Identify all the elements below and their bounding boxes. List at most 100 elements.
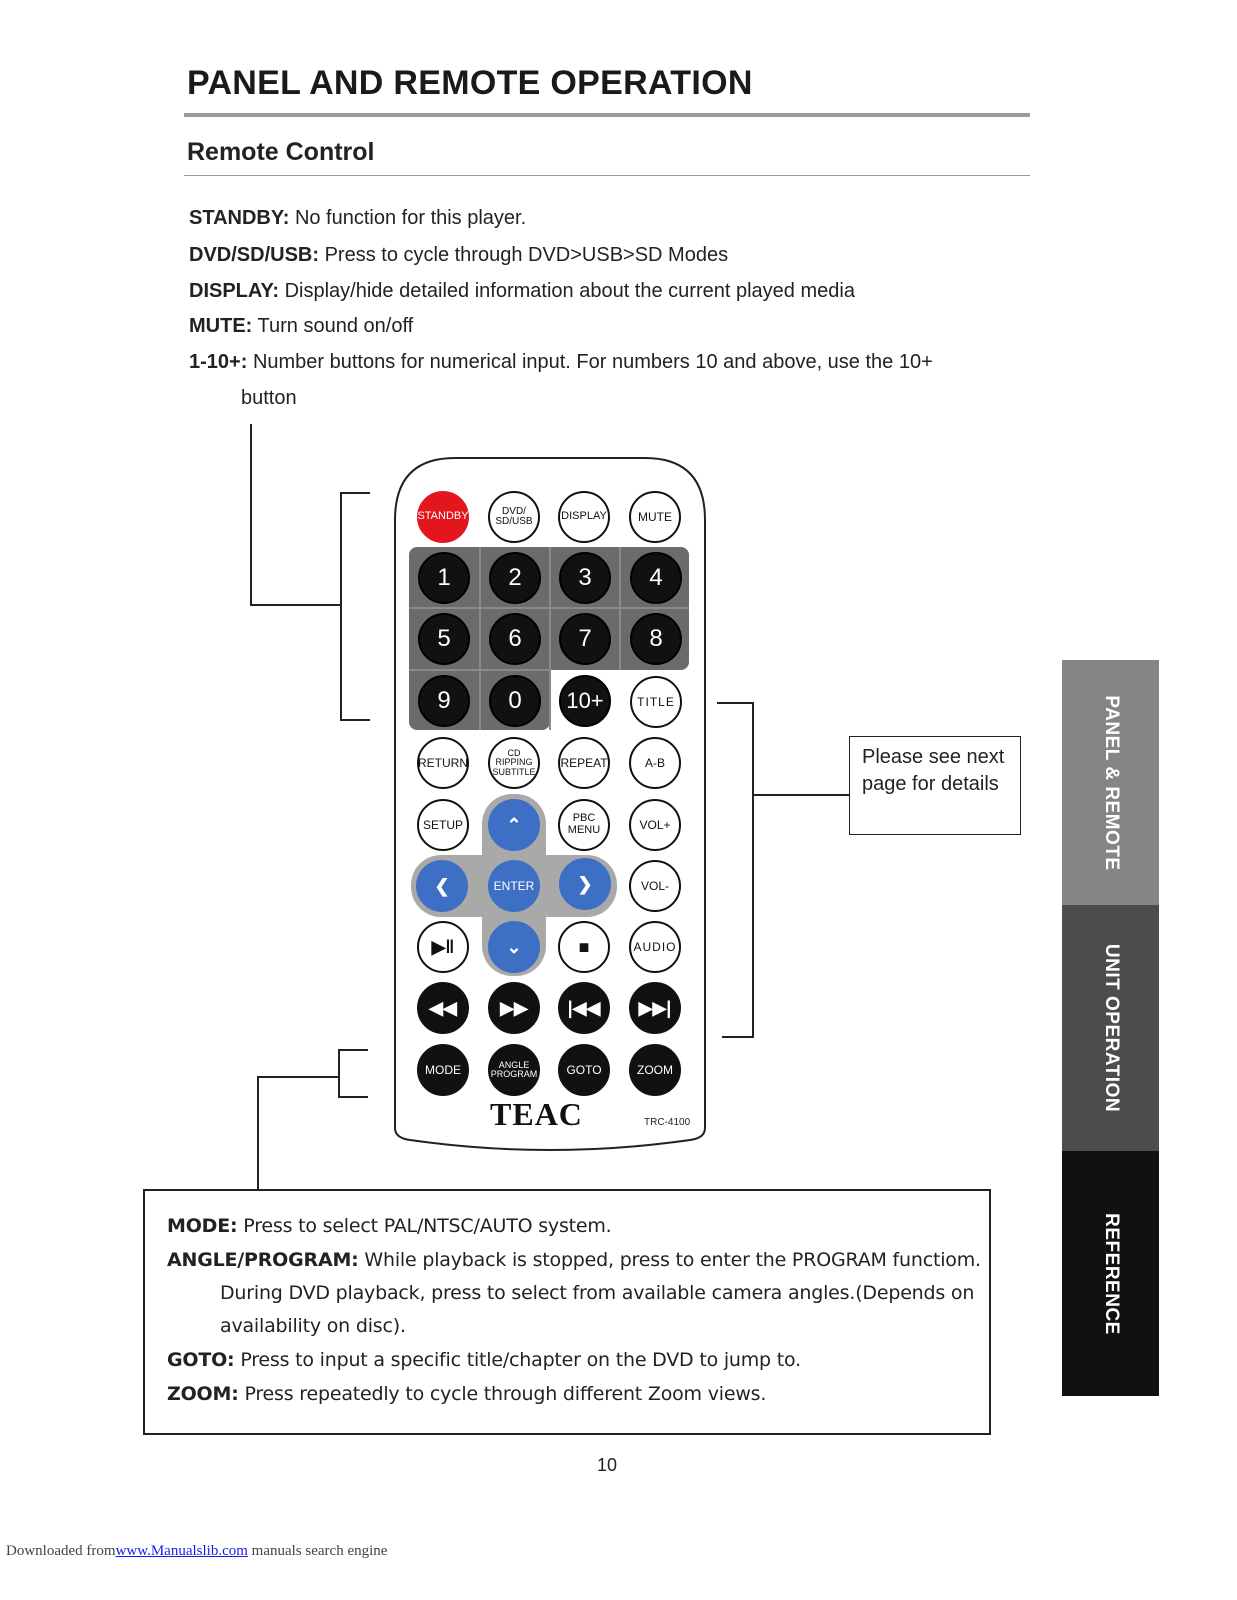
number-9-button[interactable]: 9 <box>418 675 470 727</box>
tab-reference[interactable]: REFERENCE <box>1062 1151 1159 1396</box>
button-label-line: SD/USB <box>495 516 533 527</box>
left-arrow-button[interactable]: ❮ <box>416 860 468 912</box>
chevron-down-icon: ⌄ <box>506 936 522 957</box>
number-1-button[interactable]: 1 <box>418 552 470 604</box>
definition-standby: STANDBY: No function for this player. <box>189 207 526 230</box>
next-button[interactable]: ▶▶| <box>629 982 681 1034</box>
mute-button[interactable]: MUTE <box>629 491 681 543</box>
number-0-button[interactable]: 0 <box>489 675 541 727</box>
chevron-right-icon: ❯ <box>577 873 593 894</box>
standby-button[interactable]: STANDBY <box>417 491 469 543</box>
definition-term: ANGLE/PROGRAM: <box>167 1249 359 1271</box>
skip-next-icon: ▶▶| <box>638 997 672 1018</box>
note-box: Please see next page for details <box>849 736 1021 835</box>
skip-previous-icon: |◀◀ <box>567 997 601 1018</box>
stop-icon: ■ <box>578 936 590 957</box>
audio-button[interactable]: AUDIO <box>629 921 681 973</box>
definition-desc: Press to select PAL/NTSC/AUTO system. <box>243 1215 612 1237</box>
model-number: TRC-4100 <box>644 1117 691 1128</box>
number-10-plus-button[interactable]: 10+ <box>559 675 611 727</box>
pbc-menu-button[interactable]: PBC MENU <box>558 799 610 851</box>
number-4-button[interactable]: 4 <box>630 552 682 604</box>
footer-prefix: Downloaded from <box>6 1543 116 1559</box>
button-label-line: ANGLE <box>498 1059 530 1070</box>
goto-button[interactable]: GOTO <box>558 1044 610 1096</box>
dvd-sd-usb-button[interactable]: DVD/ SD/USB <box>488 491 540 543</box>
play-pause-button[interactable]: ▶‖ <box>417 921 469 973</box>
brand-logo: TEAC <box>490 1096 583 1132</box>
definition-display: DISPLAY: Display/hide detailed informati… <box>189 280 855 303</box>
rewind-button[interactable]: ◀◀ <box>417 982 469 1034</box>
definition-term: MUTE: <box>189 315 253 337</box>
bottom-definitions-box: MODE: Press to select PAL/NTSC/AUTO syst… <box>143 1189 991 1435</box>
display-button[interactable]: DISPLAY <box>558 491 610 543</box>
vol-up-button[interactable]: VOL+ <box>629 799 681 851</box>
enter-button[interactable]: ENTER <box>488 860 540 912</box>
cd-ripping-subtitle-button[interactable]: CD RIPPING SUBTITLE <box>488 737 540 789</box>
section-rule <box>184 175 1030 176</box>
title-button[interactable]: TITLE <box>630 676 682 728</box>
previous-button[interactable]: |◀◀ <box>558 982 610 1034</box>
down-arrow-button[interactable]: ⌄ <box>488 921 540 973</box>
repeat-button[interactable]: REPEAT <box>558 737 610 789</box>
definition-term: ZOOM: <box>167 1383 239 1405</box>
definition-desc: Number buttons for numerical input. For … <box>252 351 933 373</box>
number-3-button[interactable]: 3 <box>559 552 611 604</box>
setup-button[interactable]: SETUP <box>417 799 469 851</box>
number-2-button[interactable]: 2 <box>489 552 541 604</box>
tab-label: PANEL & REMOTE <box>1100 694 1122 871</box>
button-label-line: CD RIPPING <box>495 747 533 768</box>
angle-program-button[interactable]: ANGLE PROGRAM <box>488 1044 540 1096</box>
definition-mode: MODE: Press to select PAL/NTSC/AUTO syst… <box>167 1215 612 1237</box>
number-5-button[interactable]: 5 <box>418 613 470 665</box>
right-arrow-button[interactable]: ❯ <box>559 858 611 910</box>
button-label-line: DVD/ <box>502 505 526 517</box>
return-button[interactable]: RETURN <box>417 737 469 789</box>
definition-angle-program-continued: availability on disc). <box>220 1315 406 1337</box>
definition-desc: No function for this player. <box>294 207 527 229</box>
bracket-top-left <box>340 492 370 721</box>
definition-desc: While playback is stopped, press to ente… <box>364 1249 981 1271</box>
vol-down-button[interactable]: VOL- <box>629 860 681 912</box>
a-b-button[interactable]: A-B <box>629 737 681 789</box>
button-label-line: PBC <box>572 812 596 825</box>
definition-term: GOTO: <box>167 1349 235 1371</box>
section-heading: Remote Control <box>187 138 375 166</box>
button-label-line: MENU <box>567 824 601 836</box>
definition-mute: MUTE: Turn sound on/off <box>189 315 413 338</box>
definition-term: DISPLAY: <box>189 280 280 302</box>
definition-desc: Press to cycle through DVD>USB>SD Modes <box>324 244 729 266</box>
stop-button[interactable]: ■ <box>558 921 610 973</box>
definition-angle-program: ANGLE/PROGRAM: While playback is stopped… <box>167 1249 981 1271</box>
definition-desc: Press repeatedly to cycle through differ… <box>244 1383 767 1405</box>
tab-label: REFERENCE <box>1100 1212 1122 1335</box>
definition-zoom: ZOOM: Press repeatedly to cycle through … <box>167 1383 766 1405</box>
footer: Downloaded fromwww.Manualslib.com manual… <box>6 1543 387 1560</box>
play-pause-icon: ▶‖ <box>431 936 455 957</box>
chevron-up-icon: ⌃ <box>506 814 522 835</box>
fast-forward-button[interactable]: ▶▶ <box>488 982 540 1034</box>
button-label-line: PROGRAM <box>490 1069 538 1079</box>
callout-line-bottom <box>257 1076 339 1189</box>
bracket-right <box>717 702 754 1038</box>
title-rule <box>184 113 1030 117</box>
tab-panel-remote[interactable]: PANEL & REMOTE <box>1062 660 1159 905</box>
definition-term: 1-10+: <box>189 351 248 373</box>
mode-button[interactable]: MODE <box>417 1044 469 1096</box>
number-6-button[interactable]: 6 <box>489 613 541 665</box>
definition-term: MODE: <box>167 1215 238 1237</box>
up-arrow-button[interactable]: ⌃ <box>488 799 540 851</box>
callout-line-top <box>250 424 341 606</box>
fast-forward-icon: ▶▶ <box>500 997 528 1018</box>
zoom-button[interactable]: ZOOM <box>629 1044 681 1096</box>
definition-desc: Turn sound on/off <box>257 315 414 337</box>
definition-term: STANDBY: <box>189 207 290 229</box>
number-7-button[interactable]: 7 <box>559 613 611 665</box>
tab-unit-operation[interactable]: UNIT OPERATION <box>1062 905 1159 1151</box>
number-8-button[interactable]: 8 <box>630 613 682 665</box>
definition-term: DVD/SD/USB: <box>189 244 320 266</box>
footer-link[interactable]: www.Manualslib.com <box>115 1543 248 1559</box>
chevron-left-icon: ❮ <box>434 875 450 896</box>
rewind-icon: ◀◀ <box>429 997 457 1018</box>
definition-numbers-continued: button <box>241 387 297 409</box>
